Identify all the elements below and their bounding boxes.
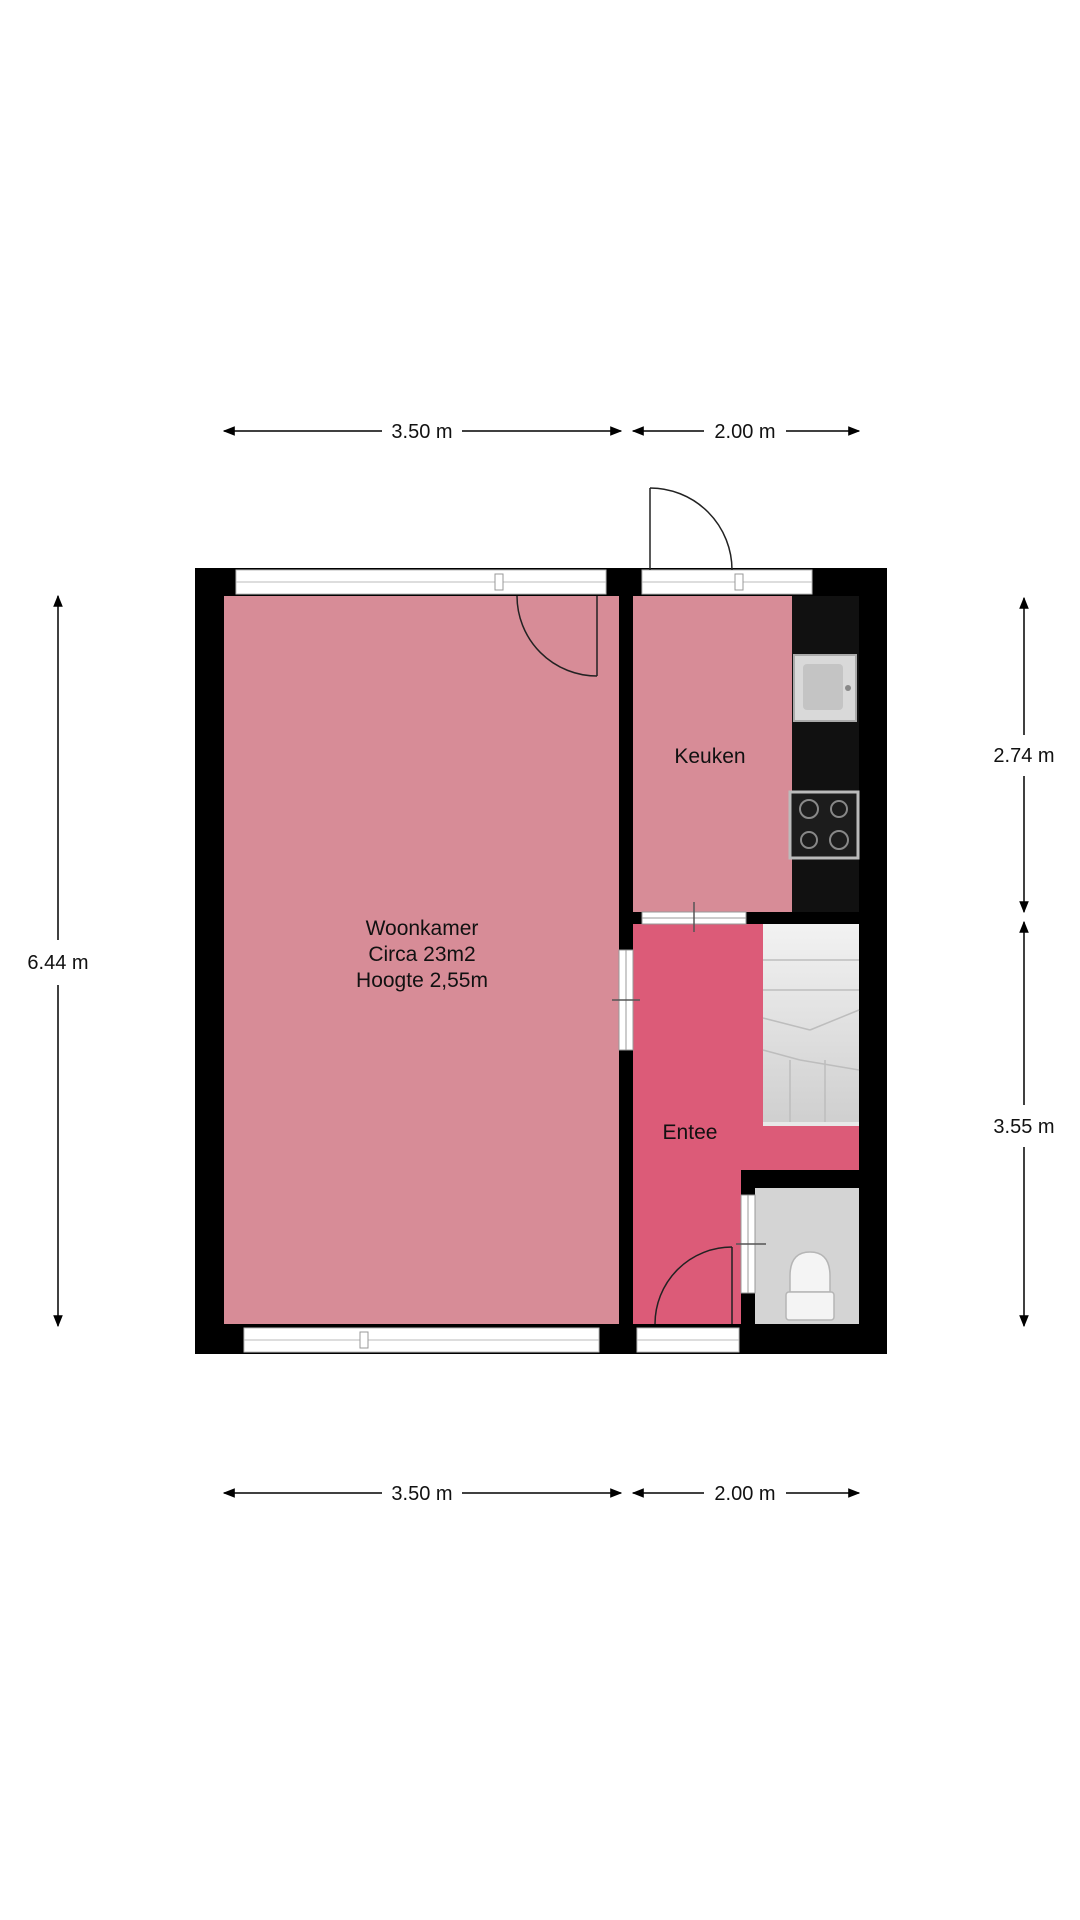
dim-label-bottom-left: 3.50 m xyxy=(391,1483,452,1505)
door-swing-woonkamer[interactable] xyxy=(516,595,598,677)
dimension-bottom-left: 3.50 m xyxy=(222,1483,623,1505)
room-label-woonkamer-height: Hoogte 2,55m xyxy=(356,969,488,992)
room-label-keuken: Keuken xyxy=(674,745,745,768)
wall-toilet-top xyxy=(741,1170,859,1188)
staircase xyxy=(762,924,860,1126)
dimension-right-lower: 3.55 m xyxy=(993,920,1055,1328)
dim-label-top-left: 3.50 m xyxy=(391,421,452,443)
toilet-icon xyxy=(785,1251,835,1321)
dim-label-right-upper: 2.74 m xyxy=(993,745,1054,767)
window-keuken-top xyxy=(641,569,813,595)
room-label-entee: Entee xyxy=(663,1121,718,1144)
window-woonkamer-top xyxy=(235,569,607,595)
door-keuken-entee[interactable] xyxy=(641,902,747,932)
dimension-left-height: 6.44 m xyxy=(27,594,89,1328)
sink-icon xyxy=(793,654,857,722)
dimension-top-left: 3.50 m xyxy=(222,421,623,443)
dim-label-left-height: 6.44 m xyxy=(27,952,88,974)
door-woonkamer-entee[interactable] xyxy=(612,949,640,1051)
room-woonkamer xyxy=(224,596,619,1324)
kitchen-counter xyxy=(792,596,859,912)
dim-label-right-lower: 3.55 m xyxy=(993,1116,1054,1138)
door-toilet[interactable] xyxy=(736,1194,766,1294)
dimension-top-right: 2.00 m xyxy=(631,421,861,443)
cooktop-icon xyxy=(788,790,860,860)
window-entee-bottom xyxy=(636,1327,740,1353)
room-keuken xyxy=(633,596,792,912)
room-label-woonkamer-area: Circa 23m2 xyxy=(368,943,475,966)
room-label-woonkamer-name: Woonkamer xyxy=(366,917,479,940)
window-woonkamer-bottom xyxy=(243,1327,600,1353)
dim-label-bottom-right: 2.00 m xyxy=(714,1483,775,1505)
dimension-right-upper: 2.74 m xyxy=(993,596,1055,914)
dimension-bottom-right: 2.00 m xyxy=(631,1483,861,1505)
dim-label-top-right: 2.00 m xyxy=(714,421,775,443)
door-swing-front-top[interactable] xyxy=(649,487,733,571)
door-swing-entee-bottom[interactable] xyxy=(654,1246,733,1325)
